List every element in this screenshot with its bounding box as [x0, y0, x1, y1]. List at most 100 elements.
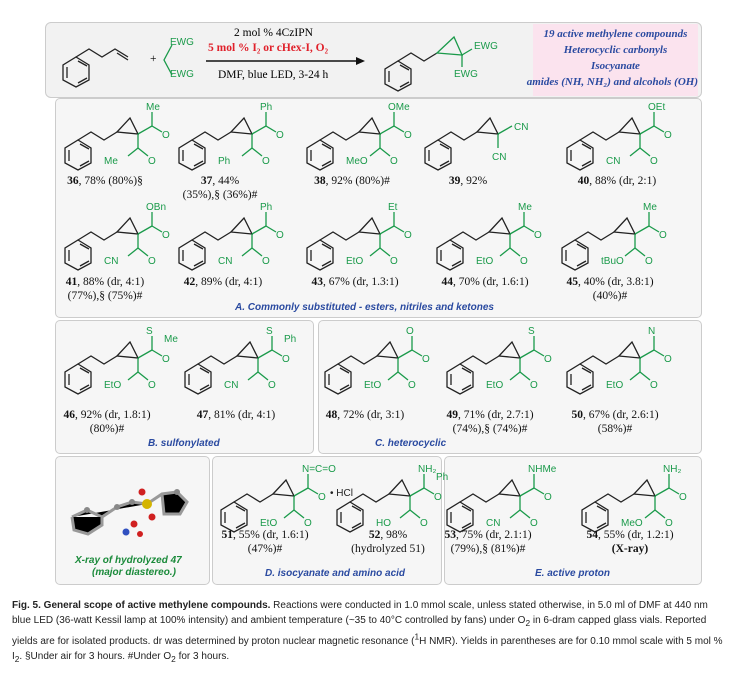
carbonyl-oxygen: O [282, 354, 290, 365]
compound-yield: , 89% (dr, 4:1) [195, 276, 263, 288]
caption-text: 1 [414, 632, 420, 642]
substituent-top: Ph [260, 202, 272, 213]
compound-39-structure: CN CN [418, 98, 548, 178]
condition-catalyst: 2 mol % 4CzIPN [234, 27, 313, 39]
substituent-top: Me [518, 202, 532, 213]
compound-number: 47 [196, 409, 209, 421]
condition-iodine: 5 mol % I₂ or cHex-I, O₂ [208, 42, 329, 54]
compound-number: 36 [67, 175, 79, 187]
compound-yield: , 67% (dr, 2.6:1) [582, 409, 659, 421]
compound-number: 46 [63, 409, 75, 421]
compound-yield: , 75% (dr, 2.1:1) [455, 529, 532, 541]
compound-53-label: 53, 75% (dr, 2.1:1) (79%),§ (81%)# [444, 528, 531, 556]
compound-number: 44 [441, 276, 453, 288]
carbonyl-oxygen: O [664, 130, 672, 141]
carbonyl-oxygen: O [268, 380, 276, 391]
carbonyl-oxygen: O [276, 230, 284, 241]
carbonyl-oxygen: O [262, 256, 270, 267]
scope-line: 19 active methylene compounds [543, 28, 688, 40]
scope-summary-box: 19 active methylene compounds Heterocycl… [527, 24, 698, 96]
product-structure [384, 35, 473, 92]
carbonyl-oxygen: O [318, 492, 326, 503]
compound-yield-note: (hydrolyzed 51) [351, 543, 425, 555]
carbonyl-oxygen: O [664, 354, 672, 365]
compound-45-label: 45, 40% (dr, 3.8:1)(40%)# [566, 275, 653, 303]
ewg-top-label: EWG [170, 37, 194, 48]
carbonyl-oxygen: O [530, 518, 538, 529]
carbonyl-oxygen: O [162, 130, 170, 141]
substituent-top: N=C=O [302, 464, 336, 475]
caption-text: for 3 hours. [175, 650, 230, 662]
compound-yield: , 92% [460, 175, 488, 187]
substituent-top: N [648, 326, 655, 337]
carbonyl-oxygen: O [420, 518, 428, 529]
condition-solvent: DMF, blue LED, 3-24 h [218, 69, 329, 81]
panel-c [318, 320, 702, 454]
ewg-bottom-label: EWG [170, 69, 194, 80]
substituent-bottom: CN [218, 256, 232, 267]
compound-38-label: 38, 92% (80%)# [314, 174, 390, 188]
caption-text: H NMR). Yields in parentheses are for 0.… [12, 636, 723, 662]
carbonyl-oxygen: O [404, 130, 412, 141]
scope-line: amides (NH, NH₂) and alcohols (OH) [526, 76, 698, 88]
compound-yield-note: (79%),§ (81%)# [450, 543, 526, 555]
compound-yield-note: (77%),§ (75%)# [67, 290, 143, 302]
reaction-arrow [206, 57, 365, 65]
substituent-top: NH₂ [418, 464, 436, 475]
carbonyl-oxygen: O [390, 256, 398, 267]
carbonyl-oxygen: O [276, 130, 284, 141]
compound-44-structure: Me O O EtO [430, 198, 560, 278]
scope-line: Isocyanate [591, 60, 640, 72]
carbonyl-oxygen: O [520, 256, 528, 267]
panel-e-title: E. active proton [535, 568, 611, 579]
compound-number: 53 [444, 529, 456, 541]
substituent-bottom: HO [376, 518, 391, 529]
substituent-top: CN [514, 122, 528, 133]
compound-yield-note: (35%),§ (36%)# [182, 189, 258, 201]
carbonyl-oxygen: O [408, 380, 416, 391]
figure-caption: Fig. 5. General scope of active methylen… [12, 599, 727, 666]
carbonyl-oxygen: O [262, 156, 270, 167]
compound-50-label: 50, 67% (dr, 2.6:1)(58%)# [571, 408, 658, 436]
methylene-bracket [163, 44, 173, 76]
carbonyl-oxygen: O [665, 518, 673, 529]
carbonyl-oxygen: O [534, 230, 542, 241]
substituent-bottom: MeO [621, 518, 643, 529]
compound-yield: , 92% (80%)# [325, 175, 390, 187]
compound-47-label: 47, 81% (dr, 4:1) [197, 408, 275, 422]
carbonyl-oxygen: O [650, 380, 658, 391]
substituent-top: S [146, 326, 153, 337]
carbonyl-oxygen: O [434, 492, 442, 503]
substituent-extra: Me [164, 334, 178, 345]
compound-49-label: 49, 71% (dr, 2.7:1)(74%),§ (74%)# [446, 408, 533, 436]
substituent-bottom: EtO [476, 256, 493, 267]
carbonyl-oxygen: O [148, 156, 156, 167]
compound-number: 37 [200, 175, 213, 187]
substituent-extra: Ph [436, 472, 448, 483]
compound-42-label: 42, 89% (dr, 4:1) [184, 275, 262, 289]
compound-number: 41 [65, 276, 78, 288]
carbonyl-oxygen: O [650, 156, 658, 167]
caption-text: 2 [525, 617, 531, 628]
compound-51-label: 51, 55% (dr, 1.6:1)(47%)# [221, 528, 308, 556]
compound-43-label: 43, 67% (dr, 1.3:1) [311, 275, 398, 289]
compound-number: 50 [571, 409, 583, 421]
compound-number: 48 [325, 409, 338, 421]
substituent-top: Me [643, 202, 657, 213]
compound-54-label: 54, 55% (dr, 1.2:1)(X-ray) [586, 528, 673, 556]
carbonyl-oxygen: O [645, 256, 653, 267]
panel-a [55, 98, 702, 318]
substituent-top: OMe [388, 102, 410, 113]
substituent-bottom: EtO [346, 256, 363, 267]
compound-yield: , 55% (dr, 1.2:1) [597, 529, 674, 541]
